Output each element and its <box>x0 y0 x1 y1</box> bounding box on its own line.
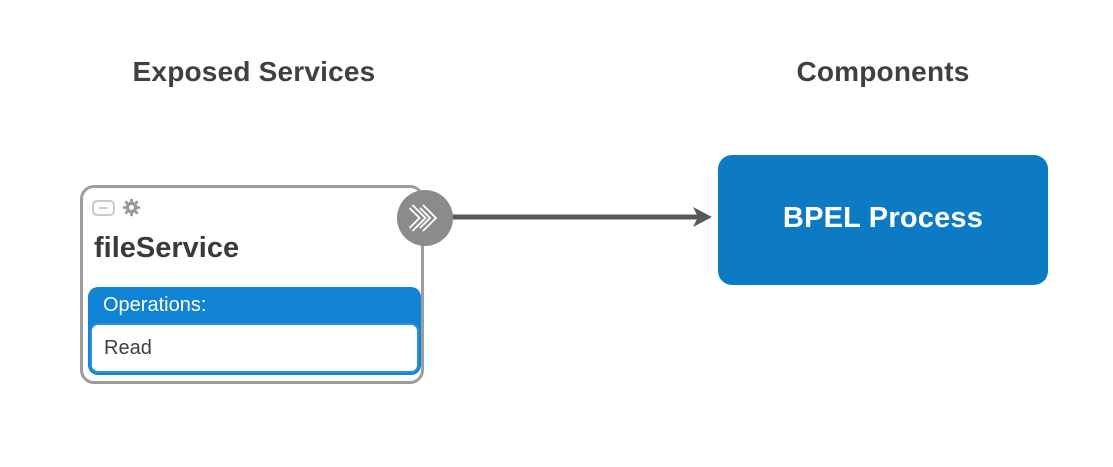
card-toolbar <box>92 197 142 218</box>
operations-panel: Operations: Read <box>88 287 421 375</box>
bpel-process-component[interactable]: BPEL Process <box>718 155 1048 285</box>
service-title: fileService <box>94 232 240 264</box>
right-arrow-head <box>693 207 712 227</box>
components-heading: Components <box>796 56 970 87</box>
file-service-card[interactable]: fileService Operations: Read <box>80 185 424 384</box>
exposed-services-heading: Exposed Services <box>132 56 376 87</box>
collapse-minus-icon[interactable] <box>92 199 115 216</box>
service-connector-handle[interactable] <box>397 190 453 246</box>
gear-icon[interactable] <box>121 197 142 218</box>
service-wire <box>448 207 712 227</box>
component-label: BPEL Process <box>782 201 984 234</box>
double-chevron-right-icon <box>408 204 438 232</box>
operation-row-read[interactable]: Read <box>90 323 419 373</box>
operations-header: Operations: <box>103 294 207 316</box>
